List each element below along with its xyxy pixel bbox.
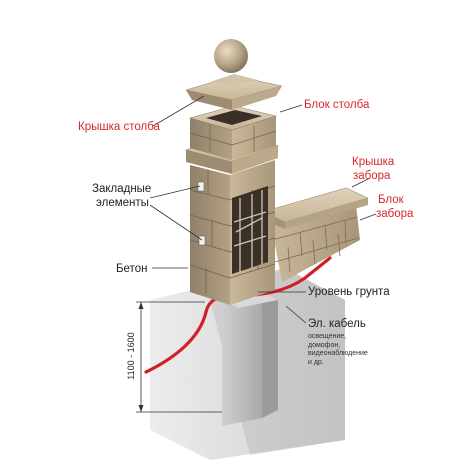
post-cap [186,39,282,110]
label-post-cap: Крышка столба [78,120,160,134]
label-depth: 1100 - 1600 [126,329,136,383]
post-body [190,160,275,305]
label-cable-note: освещение, домофон, видеонаблюдение и др… [308,333,368,367]
label-concrete: Бетон [116,262,147,276]
cable-note-line2: домофон, [308,342,368,351]
embedded-plate-lower [199,236,205,245]
label-fence-cap-line1: Крышка [352,155,394,169]
fence-wall [262,188,368,282]
label-fence-block-line1: Блок [378,193,404,207]
label-cable: Эл. кабель [308,317,366,331]
label-post-block: Блок столба [304,98,369,112]
label-fence-cap-line2: забора [353,169,390,183]
label-ground-level: Уровень грунта [308,285,390,299]
concrete-footing [222,292,278,426]
cable-note-line4: и др. [308,359,368,368]
cable-note-line3: видеонаблюдение [308,350,368,359]
post-cap-ball [214,39,248,73]
cable-note-line1: освещение, [308,333,368,342]
label-embedded-line1: Закладные [92,182,151,196]
label-fence-block-line2: забора [376,207,413,221]
label-embedded-line2: элементы [96,196,149,210]
